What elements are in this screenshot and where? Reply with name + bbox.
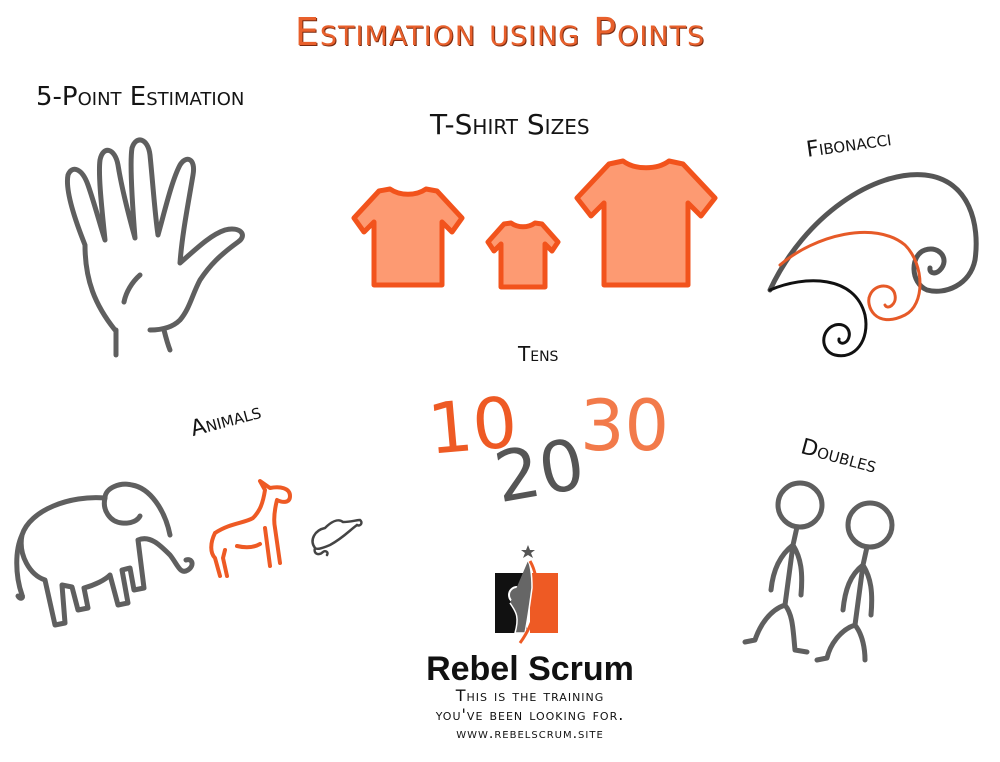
- tshirt-label: T-Shirt Sizes: [430, 108, 590, 141]
- page-title: Estimation using Points: [294, 10, 706, 54]
- tens-label: Tens: [518, 342, 559, 366]
- tshirt-large-icon: [574, 158, 718, 288]
- fibonacci-spiral-icon: [767, 172, 979, 358]
- tens-value-20: 20: [488, 422, 591, 520]
- elephant-icon: [14, 481, 195, 628]
- animals-label: Animals: [187, 399, 264, 442]
- brand-name: Rebel Scrum: [426, 650, 634, 688]
- rebel-scrum-logo-icon: [495, 545, 558, 644]
- doubles-label: Doubles: [798, 434, 880, 479]
- fibonacci-label: Fibonacci: [804, 126, 893, 163]
- tshirt-small-icon: [485, 220, 561, 290]
- horse-icon: [209, 479, 292, 578]
- tens-value-30: 30: [580, 385, 670, 467]
- stick-figures-icon: [742, 480, 895, 663]
- brand-tagline-line2: you've been looking for.: [435, 705, 625, 724]
- brand-tagline-line1: This is the training: [455, 686, 605, 705]
- brand-url-link[interactable]: www.rebelscrum.site: [456, 726, 604, 742]
- hand-icon: [64, 137, 245, 358]
- mouse-icon: [311, 518, 363, 557]
- tshirt-medium-icon: [351, 186, 465, 288]
- five-point-label: 5-Point Estimation: [36, 82, 245, 112]
